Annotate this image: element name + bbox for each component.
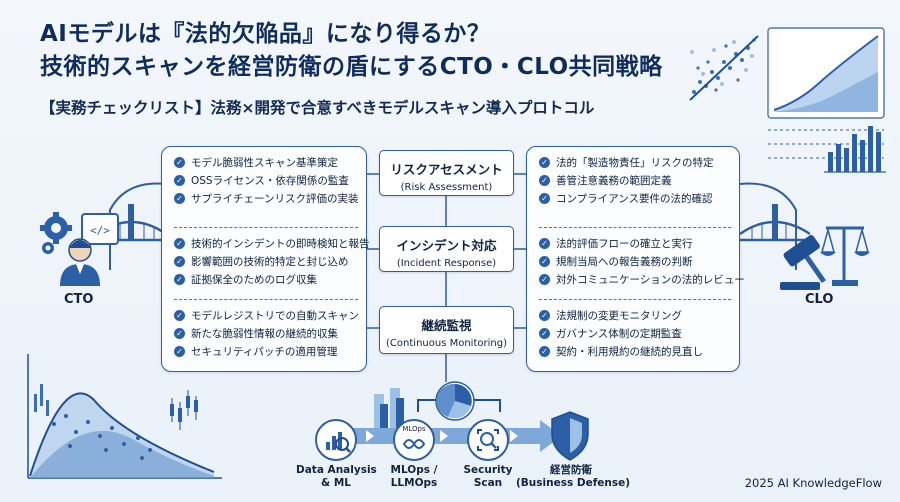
flow-label-data-analysis: Data Analysis& ML <box>296 464 377 489</box>
check-icon: ✓ <box>539 237 550 249</box>
list-item: ✓技術的インシデントの即時検知と報告 <box>174 234 370 252</box>
list-item: ✓サプライチェーンリスク評価の実装 <box>174 189 358 207</box>
data-analysis-icon <box>315 419 357 461</box>
step-subtitle: (Incident Response) <box>396 258 497 269</box>
list-item: ✓ガバナンス体制の定期監査 <box>539 324 731 342</box>
decorative-distribution-chart-icon <box>27 354 222 479</box>
list-item: ✓影響範囲の技術的特定と封じ込め <box>174 252 358 270</box>
check-icon: ✓ <box>174 327 185 339</box>
subtitle: 【実務チェックリスト】法務×開発で合意すべきモデルスキャン導入プロトコル <box>40 99 595 117</box>
clo-label: CLO <box>805 292 834 307</box>
check-icon: ✓ <box>539 345 550 357</box>
mlops-icon <box>393 419 435 461</box>
cto-checklist-panel: ✓モデル脆弱性スキャン基準策定 ✓OSSライセンス・依存関係の監査 ✓サプライチ… <box>161 146 370 372</box>
list-item: ✓モデルレジストリでの自動スキャン <box>174 306 359 324</box>
step-incident-response: インシデント対応 (Incident Response) <box>379 226 514 272</box>
check-icon: ✓ <box>174 309 185 321</box>
pie-chart-icon <box>435 381 475 421</box>
check-icon: ✓ <box>539 174 550 186</box>
title-line-1: AIモデルは『法的欠陥品』になり得るか？ <box>40 21 491 47</box>
list-item: ✓コンプライアンス要件の法的確認 <box>539 189 731 207</box>
list-item: ✓新たな脆弱性情報の継続的収集 <box>174 324 358 342</box>
list-item: ✓対外コミュニケーションの法的レビュー <box>539 270 745 288</box>
list-item: ✓法規制の変更モニタリング <box>539 306 731 324</box>
check-icon: ✓ <box>174 192 185 204</box>
step-subtitle: (Risk Assessment) <box>400 182 493 193</box>
step-title: リスクアセスメント <box>390 162 503 177</box>
clo-bridge-icon <box>738 182 810 270</box>
list-item: ✓規制当局への報告義務の判断 <box>539 252 731 270</box>
step-risk-assessment: リスクアセスメント (Risk Assessment) <box>379 150 514 196</box>
step-title: 継続監視 <box>421 318 472 333</box>
flow-label-business-defense: 経営防衛(Business Defense) <box>516 464 631 489</box>
step-continuous-monitoring: 継続監視 (Continuous Monitoring) <box>379 306 514 354</box>
cto-engineer-icon: </> <box>40 212 119 286</box>
flow-label-mlops: MLOps /LLMOps <box>390 464 438 489</box>
clo-section-risk: ✓法的「製造物責任」リスクの特定 ✓善管注意義務の範囲定義 ✓コンプライアンス要… <box>539 153 731 219</box>
check-icon: ✓ <box>539 192 550 204</box>
step-subtitle: (Continuous Monitoring) <box>386 338 507 349</box>
list-item: ✓OSSライセンス・依存関係の監査 <box>174 171 358 189</box>
clo-checklist-panel: ✓法的「製造物責任」リスクの特定 ✓善管注意義務の範囲定義 ✓コンプライアンス要… <box>526 146 745 372</box>
clo-gavel-scale-icon <box>780 226 870 290</box>
check-icon: ✓ <box>539 273 550 285</box>
check-icon: ✓ <box>174 174 185 186</box>
list-item: ✓セキュリティパッチの適用管理 <box>174 342 358 360</box>
cto-section-monitoring: ✓モデルレジストリでの自動スキャン ✓新たな脆弱性情報の継続的収集 ✓セキュリテ… <box>174 299 359 372</box>
list-item: ✓モデル脆弱性スキャン基準策定 <box>174 153 358 171</box>
cto-section-incident: ✓技術的インシデントの即時検知と報告 ✓影響範囲の技術的特定と封じ込め ✓証拠保… <box>174 227 370 298</box>
list-item: ✓法的評価フローの確立と実行 <box>539 234 731 252</box>
decorative-charts-icon <box>689 27 886 173</box>
check-icon: ✓ <box>539 327 550 339</box>
footer-credit: 2025 AI KnowledgeFlow <box>744 476 882 490</box>
clo-section-monitoring: ✓法規制の変更モニタリング ✓ガバナンス体制の定期監査 ✓契約・利用規約の継続的… <box>539 299 731 372</box>
check-icon: ✓ <box>174 255 185 267</box>
check-icon: ✓ <box>539 255 550 267</box>
svg-text:</>: </> <box>90 224 110 237</box>
list-item: ✓法的「製造物責任」リスクの特定 <box>539 153 731 171</box>
check-icon: ✓ <box>539 309 550 321</box>
check-icon: ✓ <box>539 156 550 168</box>
list-item: ✓証拠保全のためのログ収集 <box>174 270 358 288</box>
check-icon: ✓ <box>174 237 185 249</box>
check-icon: ✓ <box>174 273 185 285</box>
check-icon: ✓ <box>174 345 185 357</box>
security-scan-icon <box>467 419 509 461</box>
clo-section-incident: ✓法的評価フローの確立と実行 ✓規制当局への報告義務の判断 ✓対外コミュニケーシ… <box>539 227 745 298</box>
mlops-badge: MLOps <box>402 425 426 433</box>
list-item: ✓善管注意義務の範囲定義 <box>539 171 731 189</box>
step-title: インシデント対応 <box>396 238 497 253</box>
shield-icon <box>551 411 589 461</box>
check-icon: ✓ <box>174 156 185 168</box>
list-item: ✓契約・利用規約の継続的見直し <box>539 342 731 360</box>
title-line-2: 技術的スキャンを経営防衛の盾にするCTO・CLO共同戦略 <box>40 54 663 80</box>
cto-label: CTO <box>64 292 94 307</box>
cto-section-risk: ✓モデル脆弱性スキャン基準策定 ✓OSSライセンス・依存関係の監査 ✓サプライチ… <box>174 153 358 219</box>
